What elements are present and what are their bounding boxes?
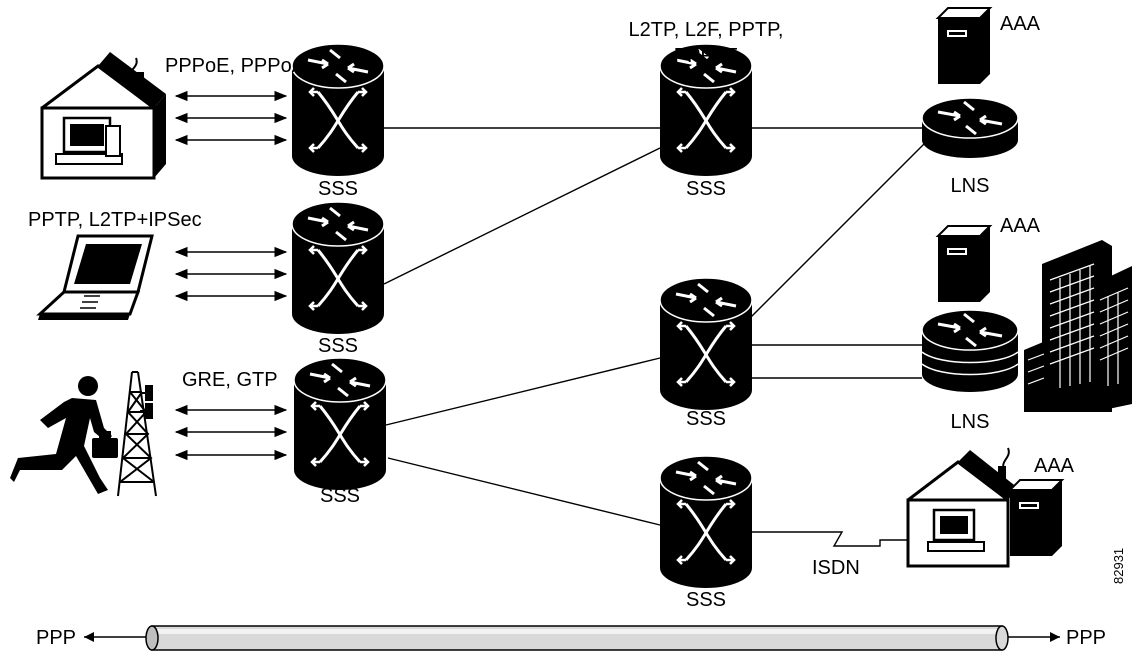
aaa-server-3-icon <box>1009 479 1063 557</box>
router-label-2: SSS <box>318 335 358 357</box>
lns-label-2: LNS <box>951 411 990 433</box>
aaa-label-3: AAA <box>1034 455 1075 477</box>
router-sss-5 <box>658 276 754 412</box>
ppp-label-left: PPP <box>36 627 76 649</box>
link-r2-r4 <box>383 147 661 285</box>
isdn-label: ISDN <box>812 557 860 579</box>
protocol-label-laptop: PPTP, L2TP+IPSec <box>28 209 202 231</box>
connection-lines <box>383 127 929 547</box>
router-sss-6 <box>658 454 754 590</box>
figure-id: 82931 <box>1111 548 1126 584</box>
aaa-server-1-icon <box>937 7 991 85</box>
router-sss-1 <box>290 42 386 178</box>
router-sss-3 <box>292 356 388 492</box>
lns-label-1: LNS <box>951 175 990 197</box>
home-user-icon <box>40 52 166 180</box>
enterprise-buildings-icon <box>1024 240 1132 412</box>
home-lns-icon <box>906 447 1018 568</box>
protocol-label-mobile: GRE, GTP <box>182 369 278 391</box>
aaa-label-1: AAA <box>1000 13 1041 35</box>
ppp-label-right: PPP <box>1066 627 1106 649</box>
link-r3-r6 <box>387 457 661 526</box>
router-label-1: SSS <box>318 178 358 200</box>
client-arrows <box>174 90 288 461</box>
router-label-4: SSS <box>686 178 726 200</box>
protocol-label-home: PPPoE, PPPoA <box>165 55 306 77</box>
router-label-3: SSS <box>320 485 360 507</box>
router-label-5: SSS <box>686 408 726 430</box>
aaa-label-2: AAA <box>1000 215 1041 237</box>
laptop-icon <box>36 234 154 320</box>
router-sss-2 <box>290 200 386 336</box>
router-label-6: SSS <box>686 589 726 611</box>
protocol-label-tunnel-2: PPPoE <box>674 45 738 67</box>
cell-tower-icon <box>117 371 157 497</box>
router-lns-2 <box>921 309 1019 392</box>
protocol-label-tunnel-1: L2TP, L2F, PPTP, <box>629 19 784 41</box>
aaa-server-2-icon <box>937 225 991 303</box>
link-isdn <box>752 531 908 547</box>
router-lns-1 <box>920 96 1020 160</box>
ppp-pipe <box>84 625 1060 651</box>
link-r5-lns1 <box>749 139 929 319</box>
link-r3-r5 <box>385 357 661 426</box>
mobile-user-icon <box>10 376 118 494</box>
